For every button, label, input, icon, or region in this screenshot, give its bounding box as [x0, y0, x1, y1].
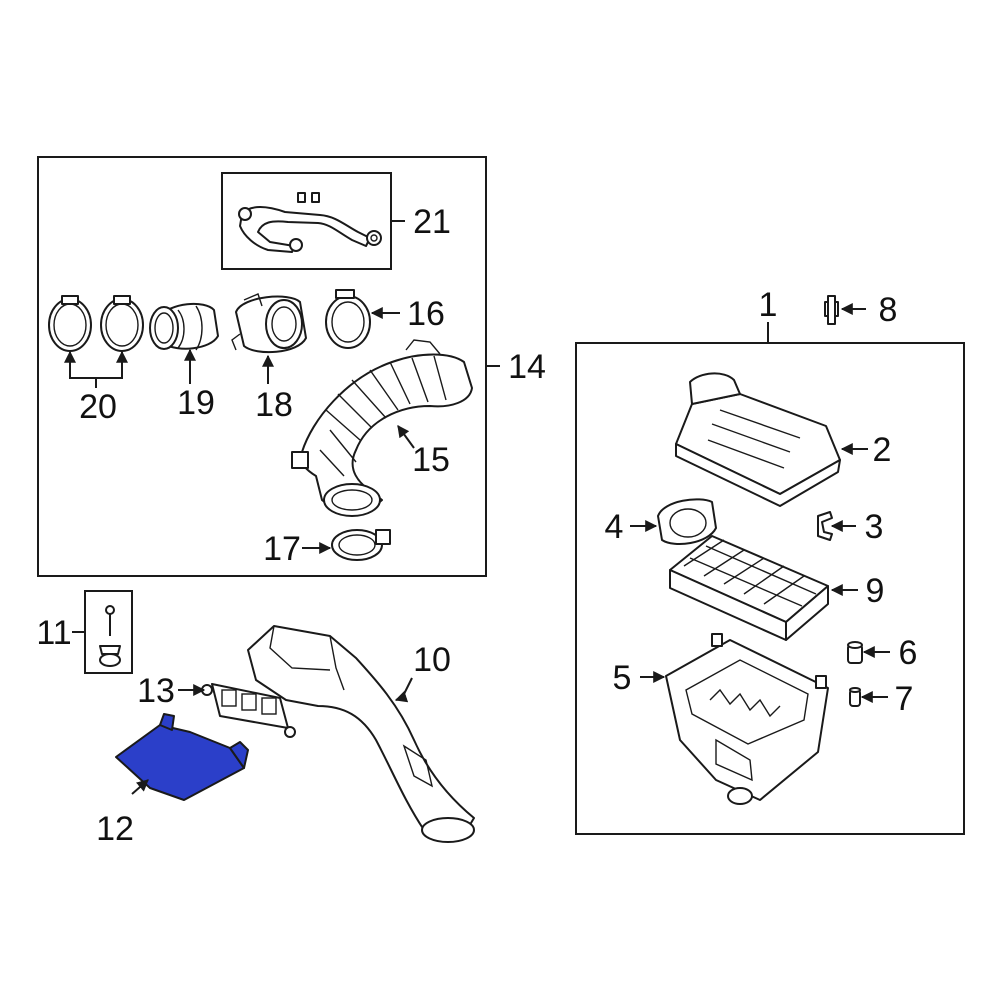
callout-9: 9: [866, 572, 885, 610]
callout-numbers: 1 2 3 4 5 6 7 8 9 10 11 12 13 14 15 16 1…: [36, 203, 917, 848]
push-pin-part[interactable]: [824, 295, 839, 325]
callout-5: 5: [613, 659, 632, 697]
intake-hose-part[interactable]: [291, 339, 473, 517]
air-filter-part[interactable]: [669, 535, 829, 641]
intake-adapter-part[interactable]: [657, 498, 717, 545]
callout-1: 1: [759, 286, 778, 324]
callout-8: 8: [879, 291, 898, 329]
callout-17: 17: [263, 530, 301, 568]
callout-14: 14: [508, 348, 546, 386]
air-cleaner-assembly-box: [575, 342, 965, 835]
callout-11: 11: [36, 614, 71, 652]
air-flow-housing-part[interactable]: [231, 293, 307, 354]
callout-19: 19: [177, 384, 215, 422]
callout-10: 10: [413, 641, 451, 679]
callout-15: 15: [412, 441, 450, 479]
leader-lines: [64, 220, 890, 795]
gasket-part[interactable]: [201, 683, 296, 738]
air-cleaner-housing-part[interactable]: [665, 633, 829, 805]
air-cleaner-cover-part[interactable]: [675, 372, 841, 507]
grommet-part[interactable]: [847, 641, 863, 664]
callout-21: 21: [413, 203, 451, 241]
callout-6: 6: [899, 634, 918, 672]
callout-13: 13: [137, 672, 175, 710]
bolt-part[interactable]: [99, 605, 121, 667]
intake-duct-part[interactable]: [247, 625, 475, 843]
callout-12: 12: [96, 810, 134, 848]
coupler-part[interactable]: [149, 302, 219, 351]
air-deflector-highlighted-part[interactable]: [115, 713, 249, 801]
lower-clamp-part[interactable]: [331, 529, 391, 561]
vent-hose-part[interactable]: [238, 192, 382, 253]
callout-4: 4: [605, 508, 624, 546]
callout-3: 3: [865, 508, 884, 546]
callout-20: 20: [79, 388, 117, 426]
clamp-part[interactable]: [325, 289, 371, 349]
callout-18: 18: [255, 386, 293, 424]
bushing-part[interactable]: [849, 687, 861, 707]
callout-7: 7: [895, 680, 914, 718]
clamp-pair-part[interactable]: [48, 295, 144, 352]
callout-16: 16: [407, 295, 445, 333]
callout-2: 2: [873, 431, 892, 469]
clip-part[interactable]: [817, 511, 833, 541]
